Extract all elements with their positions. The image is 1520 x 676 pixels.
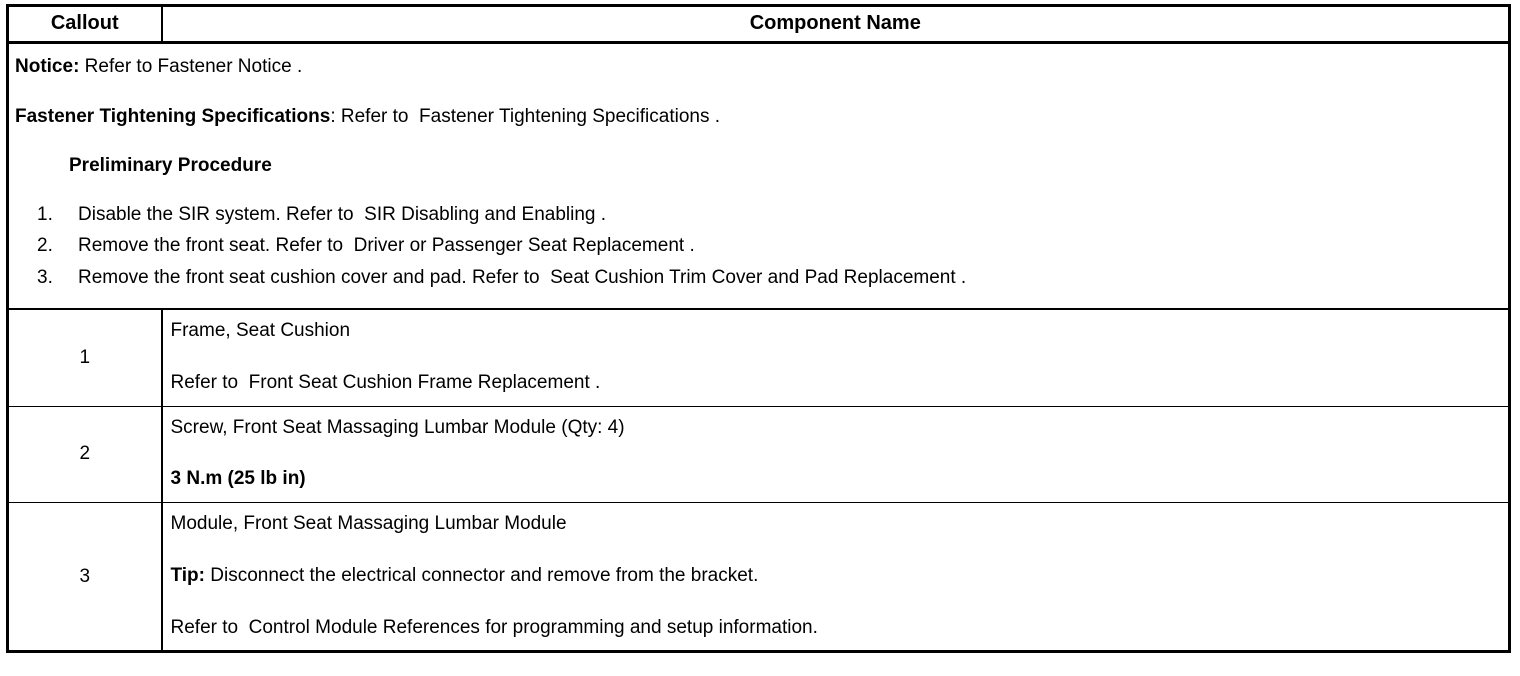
list-item-number: 2. xyxy=(37,235,53,257)
table-row: 2 Screw, Front Seat Massaging Lumbar Mod… xyxy=(7,406,1510,504)
column-header-callout: Callout xyxy=(7,5,163,44)
list-item: 1. Disable the SIR system. Refer to SIR D… xyxy=(15,199,1498,231)
fastener-notice-line: Notice: Refer to Fastener Notice . xyxy=(15,55,1498,79)
callout-number: 3 xyxy=(7,502,163,652)
table-header: Callout Component Name xyxy=(7,5,1510,44)
torque-specification: 3 N.m (25 lb in) xyxy=(170,468,306,490)
list-item-text: Remove the front seat. Refer to Driver o… xyxy=(78,235,695,257)
notice-preliminary-cell: Notice: Refer to Fastener Notice . Faste… xyxy=(7,42,1510,311)
callout-component-table: Callout Component Name Notice: Refer to … xyxy=(6,4,1511,654)
list-item-text: Disable the SIR system. Refer to SIR Dis… xyxy=(78,203,607,225)
list-item-number: 3. xyxy=(37,267,53,289)
component-description-cell: Frame, Seat Cushion Refer to Front Seat … xyxy=(161,309,1510,407)
notice-text: Refer to Fastener Notice . xyxy=(79,56,303,77)
notice-preliminary-row: Notice: Refer to Fastener Notice . Faste… xyxy=(7,42,1510,311)
table-header-row: Callout Component Name xyxy=(7,5,1510,44)
fastener-tightening-specifications-line: Fastener Tightening Specifications: Refe… xyxy=(15,105,1498,129)
component-tip: Tip: Disconnect the electrical connector… xyxy=(171,564,1499,588)
spec-label: Fastener Tightening Specifications xyxy=(15,105,331,127)
component-title: Screw, Front Seat Massaging Lumbar Modul… xyxy=(170,416,625,438)
list-item-text: Remove the front seat cushion cover and … xyxy=(78,267,967,289)
list-item: 3. Remove the front seat cushion cover an… xyxy=(15,262,1498,294)
callout-number: 1 xyxy=(7,309,163,407)
column-header-component-name: Component Name xyxy=(161,5,1510,44)
tip-text: Disconnect the electrical connector and … xyxy=(204,564,759,586)
component-description-cell: Screw, Front Seat Massaging Lumbar Modul… xyxy=(161,406,1510,504)
table-row: 3 Module, Front Seat Massaging Lumbar Mo… xyxy=(7,502,1510,652)
preliminary-procedure-list: 1. Disable the SIR system. Refer to SIR D… xyxy=(15,199,1498,295)
component-reference: Refer to Control Module References for p… xyxy=(170,616,818,638)
component-reference: Refer to Front Seat Cushion Frame Replac… xyxy=(170,371,601,393)
list-item-number: 1. xyxy=(37,203,53,225)
component-title: Module, Front Seat Massaging Lumbar Modu… xyxy=(170,513,567,535)
component-title: Frame, Seat Cushion xyxy=(170,320,351,342)
notice-label: Notice: xyxy=(15,56,80,77)
component-description-cell: Module, Front Seat Massaging Lumbar Modu… xyxy=(162,503,1510,652)
tip-label: Tip: xyxy=(170,564,205,586)
spec-text: : Refer to Fastener Tightening Specifica… xyxy=(330,105,721,127)
table-body: Notice: Refer to Fastener Notice . Faste… xyxy=(7,42,1510,652)
preliminary-procedure-heading: Preliminary Procedure xyxy=(69,154,272,176)
list-item: 2. Remove the front seat. Refer to Driver… xyxy=(15,230,1498,262)
table-row: 1 Frame, Seat Cushion Refer to Front Sea… xyxy=(7,309,1510,407)
callout-number: 2 xyxy=(7,406,163,504)
